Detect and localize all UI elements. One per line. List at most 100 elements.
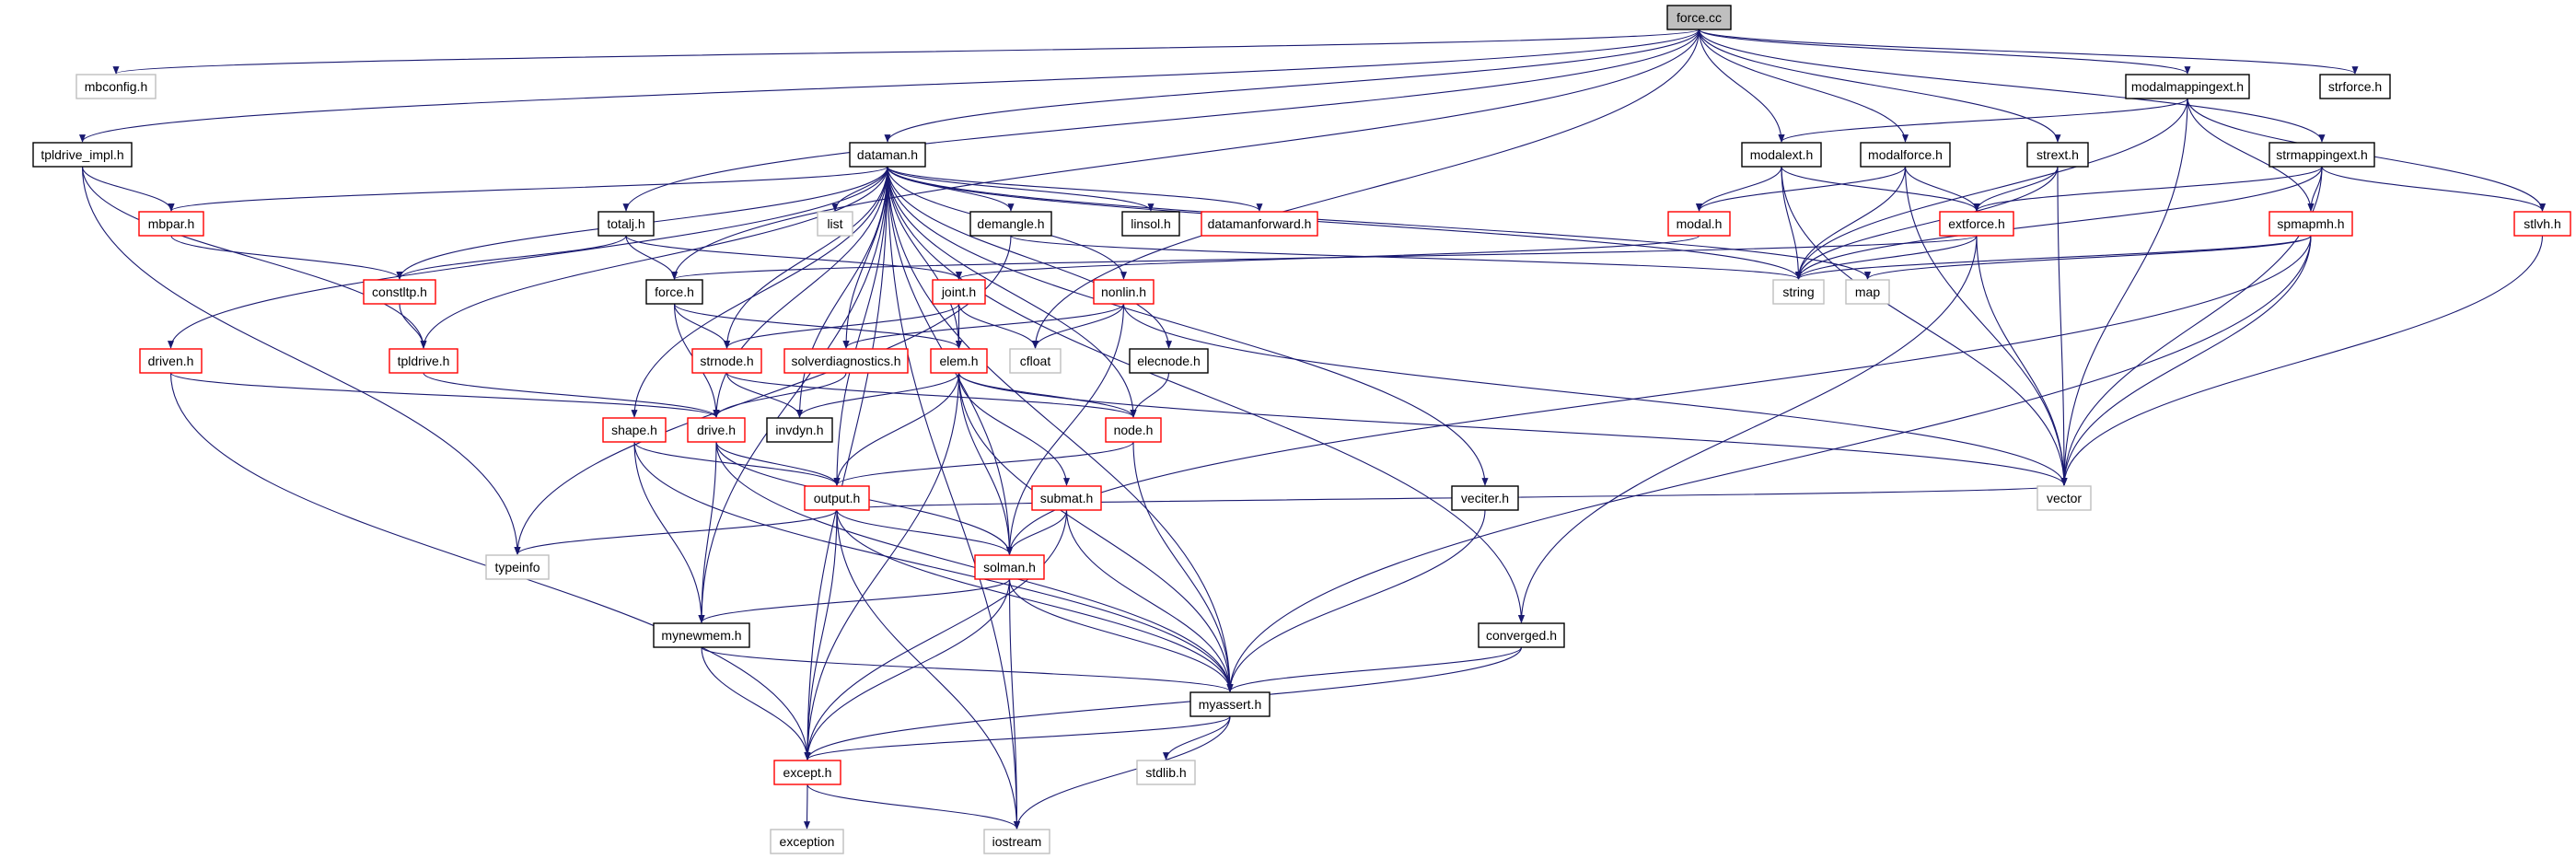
node-label: driven.h	[148, 354, 194, 368]
node-mbpar[interactable]: mbpar.h	[138, 211, 204, 237]
edge-tpldrive-impl-to-mbpar	[81, 166, 175, 212]
edge-joint-to-cfloat	[957, 303, 1039, 349]
edge-strext-to-vector	[2057, 166, 2068, 486]
edge-extforce-to-vector	[1976, 235, 2068, 486]
node-except[interactable]: except.h	[773, 760, 841, 785]
node-modal[interactable]: modal.h	[1667, 211, 1731, 237]
edge-elem-to-except	[804, 372, 960, 760]
node-label: converged.h	[1486, 628, 1557, 643]
node-typeinfo: typeinfo	[485, 554, 550, 580]
node-modalmappingext[interactable]: modalmappingext.h	[2125, 74, 2250, 99]
node-linsol[interactable]: linsol.h	[1121, 211, 1180, 237]
node-tpldrive-impl[interactable]: tpldrive_impl.h	[32, 142, 133, 168]
edge-modalext-to-modal	[1696, 166, 1782, 212]
node-box	[1009, 348, 1062, 374]
node-submat[interactable]: submat.h	[1031, 485, 1102, 511]
node-drive[interactable]: drive.h	[687, 417, 746, 443]
node-box	[485, 554, 550, 580]
node-modalext[interactable]: modalext.h	[1741, 142, 1822, 168]
edge-except-to-iostream	[806, 784, 1020, 830]
edge-extforce-to-converged	[1518, 235, 1978, 623]
node-label: extforce.h	[1948, 216, 2004, 231]
node-box	[32, 142, 133, 168]
node-dataman[interactable]: dataman.h	[849, 142, 926, 168]
node-datamanforward[interactable]: datamanforward.h	[1201, 211, 1318, 237]
node-mynewmem[interactable]: mynewmem.h	[653, 622, 750, 648]
node-solman[interactable]: solman.h	[974, 554, 1045, 580]
node-label: linsol.h	[1131, 216, 1171, 231]
node-label: modalmappingext.h	[2131, 79, 2244, 94]
node-label: force.h	[655, 284, 694, 299]
node-totalj[interactable]: totalj.h	[598, 211, 655, 237]
node-elecnode[interactable]: elecnode.h	[1129, 348, 1209, 374]
node-myassert[interactable]: myassert.h	[1189, 691, 1271, 717]
edge-mynewmem-to-except	[701, 646, 811, 760]
edge-modalforce-to-vector	[1904, 166, 2068, 486]
node-box	[783, 348, 909, 374]
node-label: exception	[780, 834, 835, 849]
node-force-cc[interactable]: force.cc	[1666, 5, 1732, 30]
edge-myassert-to-iostream	[1014, 715, 1231, 830]
node-label: veciter.h	[1461, 491, 1509, 505]
node-joint[interactable]: joint.h	[932, 279, 986, 305]
node-tpldrive[interactable]: tpldrive.h	[389, 348, 458, 374]
node-constltp[interactable]: constltp.h	[363, 279, 436, 305]
node-extforce[interactable]: extforce.h	[1939, 211, 2014, 237]
edge-dataman-to-mbpar	[168, 166, 888, 212]
edge-force-h-to-strnode	[673, 303, 730, 349]
edge-nonlin-to-cfloat	[1032, 303, 1125, 349]
node-label: tpldrive.h	[398, 354, 450, 368]
edge-except-to-exception	[803, 784, 811, 830]
node-nonlin[interactable]: nonlin.h	[1093, 279, 1155, 305]
node-label: elem.h	[939, 354, 978, 368]
node-exception: exception	[770, 829, 844, 854]
edge-force-cc-to-modalext	[1698, 29, 1785, 143]
node-box	[2026, 142, 2089, 168]
node-strforce[interactable]: strforce.h	[2319, 74, 2391, 99]
node-node[interactable]: node.h	[1105, 417, 1162, 443]
node-box	[1772, 279, 1825, 305]
edge-force-cc-to-tpldrive-impl	[79, 29, 1700, 143]
edge-node-to-output	[833, 441, 1134, 486]
node-mbconfig: mbconfig.h	[75, 74, 157, 99]
node-label: dataman.h	[857, 147, 918, 162]
node-label: strmappingext.h	[2276, 147, 2368, 162]
edge-solman-to-iostream	[1008, 578, 1021, 830]
node-force-h[interactable]: force.h	[645, 279, 703, 305]
node-elem[interactable]: elem.h	[930, 348, 988, 374]
node-converged[interactable]: converged.h	[1478, 622, 1565, 648]
node-demangle[interactable]: demangle.h	[969, 211, 1052, 237]
node-invdyn[interactable]: invdyn.h	[766, 417, 833, 443]
edge-elem-to-invdyn	[796, 372, 960, 418]
node-label: solverdiagnostics.h	[791, 354, 900, 368]
edge-nonlin-to-solverdiagnostics	[842, 303, 1125, 349]
node-driven[interactable]: driven.h	[139, 348, 203, 374]
node-strnode[interactable]: strnode.h	[691, 348, 762, 374]
edge-shape-to-myassert	[633, 441, 1234, 692]
edge-driven-to-drive	[169, 372, 720, 418]
node-strmappingext[interactable]: strmappingext.h	[2269, 142, 2375, 168]
node-veciter[interactable]: veciter.h	[1451, 485, 1519, 511]
node-solverdiagnostics[interactable]: solverdiagnostics.h	[783, 348, 909, 374]
node-strext[interactable]: strext.h	[2026, 142, 2089, 168]
edges-layer	[79, 29, 2546, 830]
edge-modalforce-to-extforce	[1904, 166, 1980, 212]
node-spmapmh[interactable]: spmapmh.h	[2269, 211, 2353, 237]
edge-drive-to-output	[715, 441, 841, 486]
edge-shape-to-mynewmem	[633, 441, 705, 623]
node-label: modalforce.h	[1868, 147, 1943, 162]
edge-converged-to-myassert	[1226, 646, 1523, 692]
node-modalforce[interactable]: modalforce.h	[1860, 142, 1951, 168]
node-shape[interactable]: shape.h	[602, 417, 667, 443]
node-stlvh[interactable]: stlvh.h	[2513, 211, 2571, 237]
edge-output-to-solman	[836, 509, 1013, 555]
node-output[interactable]: output.h	[804, 485, 870, 511]
node-box	[2269, 211, 2353, 237]
edge-drive-to-mynewmem	[698, 441, 717, 623]
node-label: elecnode.h	[1137, 354, 1201, 368]
edge-myassert-to-except	[804, 715, 1231, 760]
node-box	[849, 142, 926, 168]
node-box	[1121, 211, 1180, 237]
edge-dataman-to-tpldrive	[420, 166, 888, 349]
